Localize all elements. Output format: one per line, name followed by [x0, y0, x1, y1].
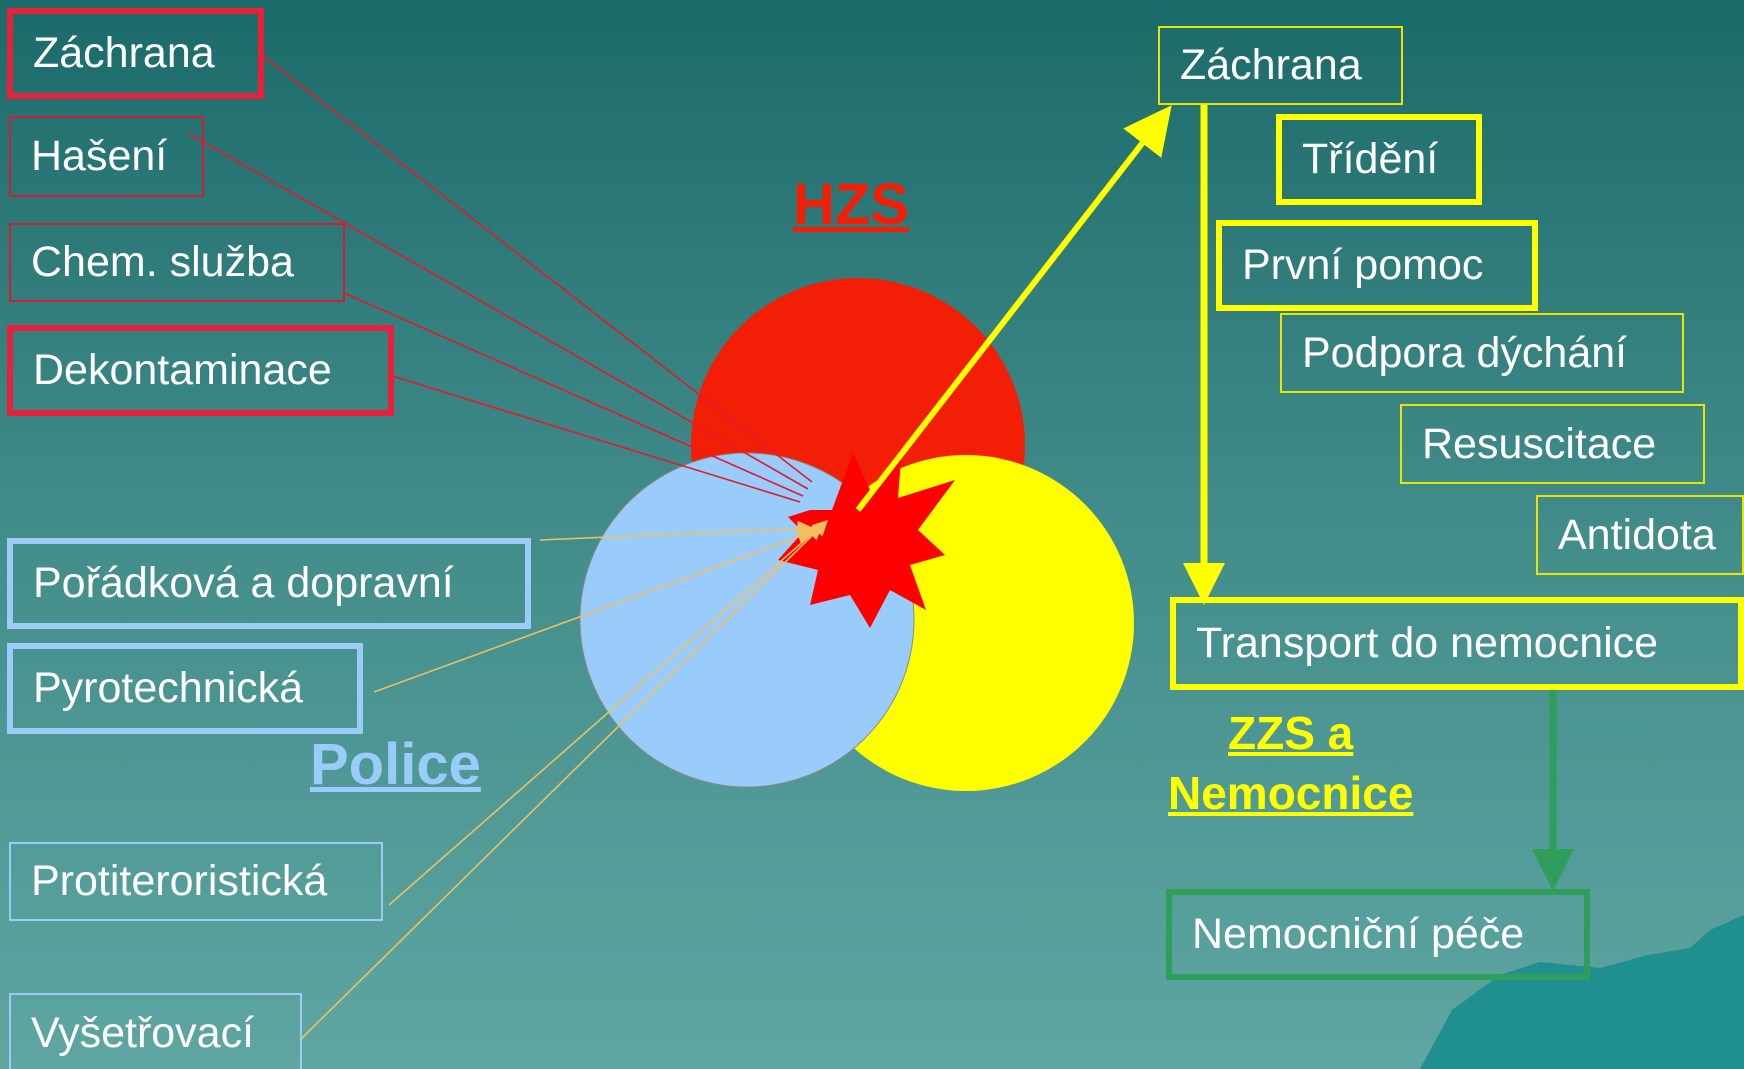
hzs-task-zachrana: Záchrana [7, 8, 264, 99]
hospital-care-box: Nemocniční péče [1166, 889, 1590, 980]
police-title: Police [310, 732, 481, 797]
zzs-title-line1: ZZS a [1228, 707, 1354, 759]
police-connectors [299, 519, 829, 1041]
zzs-task-prvni-pomoc: První pomoc [1216, 220, 1538, 311]
zzs-task-trideni: Třídění [1276, 114, 1482, 205]
police-task-protiteroristicka: Protiteroristická [9, 842, 383, 921]
hzs-connectors [187, 55, 813, 503]
police-task-pyrotechnicka: Pyrotechnická [7, 643, 363, 734]
island-decoration [1420, 915, 1744, 1069]
police-task-poradkova: Pořádková a dopravní [7, 538, 531, 629]
zzs-task-transport: Transport do nemocnice [1170, 597, 1744, 690]
hzs-task-dekontaminace: Dekontaminace [7, 325, 394, 416]
hzs-task-haseni: Hašení [9, 116, 204, 197]
burst-star [778, 447, 955, 628]
zzs-main-arrow [855, 105, 1172, 512]
zzs-task-resuscitace: Resuscitace [1400, 404, 1705, 484]
zzs-task-podpora-dychani: Podpora dýchání [1280, 313, 1684, 393]
zzs-title-line2: Nemocnice [1168, 767, 1414, 819]
police-task-vysetrovaci: Vyšetřovací [9, 993, 302, 1069]
zzs-task-zachrana: Záchrana [1158, 26, 1403, 105]
hzs-task-chem-sluzba: Chem. služba [9, 223, 345, 302]
zzs-task-antidota: Antidota [1536, 495, 1744, 575]
zzs-title: ZZS a Nemocnice [1168, 703, 1413, 823]
hzs-title: HZS [793, 172, 909, 237]
